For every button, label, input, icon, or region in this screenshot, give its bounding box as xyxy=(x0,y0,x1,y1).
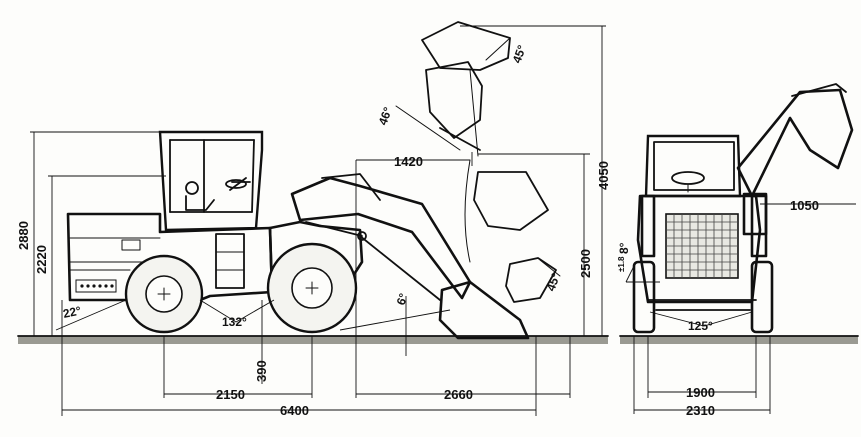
side-view-dimensions: 2880 2220 22° 132° 390 6° 2150 6400 2660 xyxy=(16,25,611,418)
angle-departure: 22° xyxy=(62,303,83,321)
angle-carry-tilt: 6° xyxy=(394,291,411,307)
rear-wheel xyxy=(124,254,204,334)
dim-dump-height: 2500 xyxy=(578,249,593,278)
angle-tilt-prefix: ±1.8 xyxy=(617,256,626,272)
front-view-dimensions: ±1.8 8° 125° 1050 1900 2310 xyxy=(617,198,856,418)
angle-rollback-top: 45° xyxy=(510,43,529,65)
front-grille xyxy=(665,213,739,279)
dim-overall-length: 6400 xyxy=(280,403,309,418)
dim-cab-height: 2220 xyxy=(34,245,49,274)
operator-figure xyxy=(185,177,251,211)
front-wheel xyxy=(266,242,358,334)
ground-line xyxy=(17,335,859,344)
loader-front-view xyxy=(632,83,854,334)
loader-side-view xyxy=(66,130,530,340)
bucket-positions xyxy=(395,21,561,303)
dim-dump-reach: 1420 xyxy=(394,154,423,169)
angle-dump-mid: 46° xyxy=(376,105,395,127)
dim-wheelbase: 2150 xyxy=(216,387,245,402)
dim-ground-clearance: 390 xyxy=(254,360,269,382)
angle-oscillation: 125° xyxy=(688,319,713,333)
dim-track-width: 1900 xyxy=(686,385,715,400)
dim-overall-width: 2310 xyxy=(686,403,715,418)
dim-max-pin-height: 4050 xyxy=(596,161,611,190)
dim-side-reach: 1050 xyxy=(790,198,819,213)
angle-articulation: 132° xyxy=(222,315,247,329)
dim-dump-reach-base: 2660 xyxy=(444,387,473,402)
dim-overall-height: 2880 xyxy=(16,221,31,250)
rear-grille xyxy=(75,279,117,293)
lift-arm xyxy=(290,173,472,301)
angle-tilt: 8° xyxy=(617,242,631,254)
angle-dump-low: 45° xyxy=(544,271,563,293)
